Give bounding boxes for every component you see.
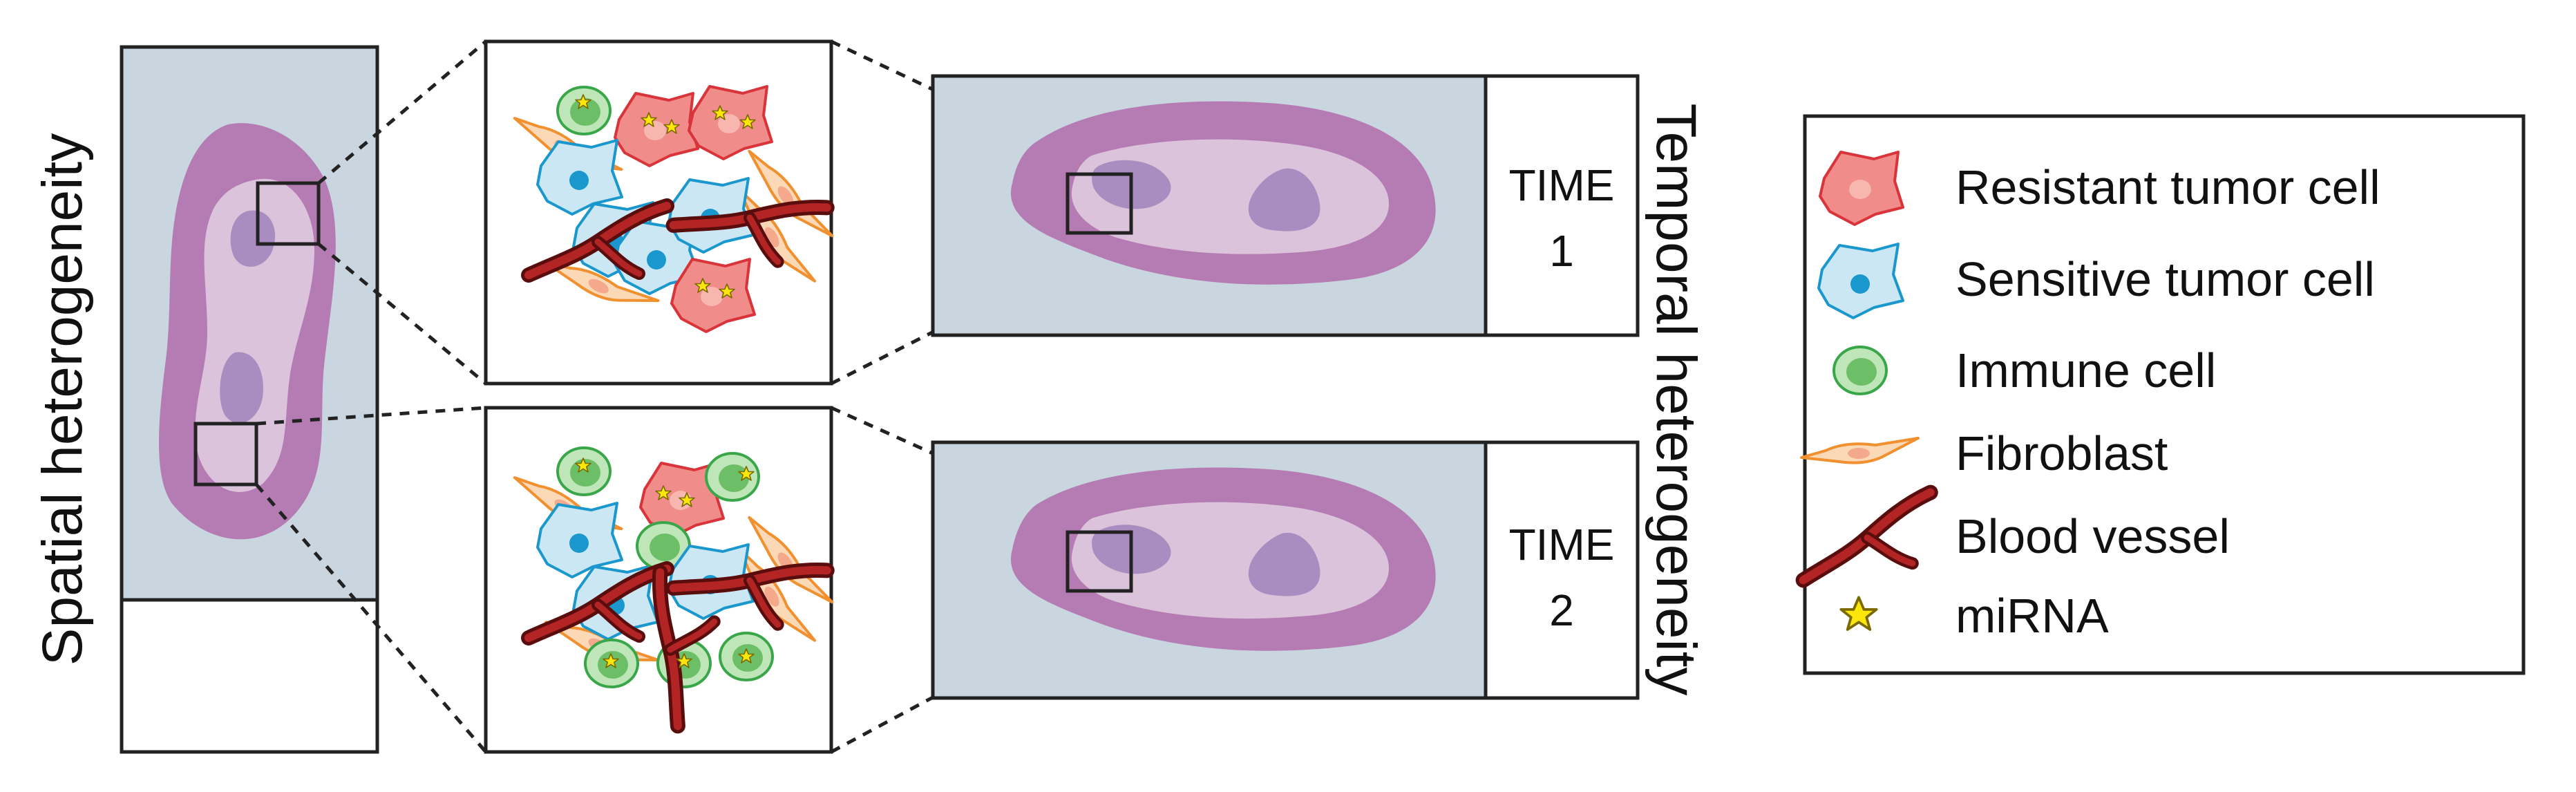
tumor-core-top <box>230 210 276 267</box>
time2-label-number: 2 <box>1549 585 1574 635</box>
time1-label-word: TIME <box>1509 160 1615 210</box>
tumor-core-right <box>1248 168 1320 232</box>
time2-label-word: TIME <box>1509 520 1615 569</box>
tumor-core-right <box>1248 532 1320 596</box>
spatial-tissue-panel <box>120 45 379 754</box>
legend-item-blood-vessel: Blood vessel <box>1794 493 2230 581</box>
tumor-core-bottom <box>220 352 263 424</box>
zoom-box-time1 <box>1066 172 1133 235</box>
microenvironment-panel-top <box>484 39 832 386</box>
legend-label: Fibroblast <box>1955 426 2168 480</box>
legend: Resistant tumor cell Sensitive tumor cel… <box>1794 114 2526 675</box>
zoom-box-time2 <box>1066 530 1133 593</box>
legend-label: Immune cell <box>1955 343 2216 397</box>
legend-item-mirna: miRNA <box>1839 589 2109 643</box>
temporal-heterogeneity-label: Temporal heterogeneity <box>1645 104 1707 696</box>
legend-label: Blood vessel <box>1955 509 2230 563</box>
time-panel-1: TIME 1 <box>931 74 1640 337</box>
legend-label: Sensitive tumor cell <box>1955 252 2375 306</box>
legend-box <box>1803 114 2526 675</box>
immune-cell-icon <box>1832 346 1888 395</box>
time-panel-2: TIME 2 <box>931 440 1640 700</box>
legend-item-sensitive-tumor-cell: Sensitive tumor cell <box>1817 243 2375 319</box>
legend-label: miRNA <box>1955 589 2109 643</box>
spatial-heterogeneity-label: Spatial heterogeneity <box>31 133 94 666</box>
time1-label-number: 1 <box>1549 226 1574 276</box>
legend-item-resistant-tumor-cell: Resistant tumor cell <box>1819 151 2380 226</box>
legend-item-immune-cell: Immune cell <box>1832 343 2216 397</box>
spatial-connectors <box>255 40 487 753</box>
microenvironment-panel-bottom <box>484 406 832 754</box>
zoom-box-top <box>256 181 321 246</box>
legend-label: Resistant tumor cell <box>1955 160 2380 214</box>
zoom-box-bottom <box>193 422 258 487</box>
legend-item-fibroblast: Fibroblast <box>1800 426 2168 480</box>
